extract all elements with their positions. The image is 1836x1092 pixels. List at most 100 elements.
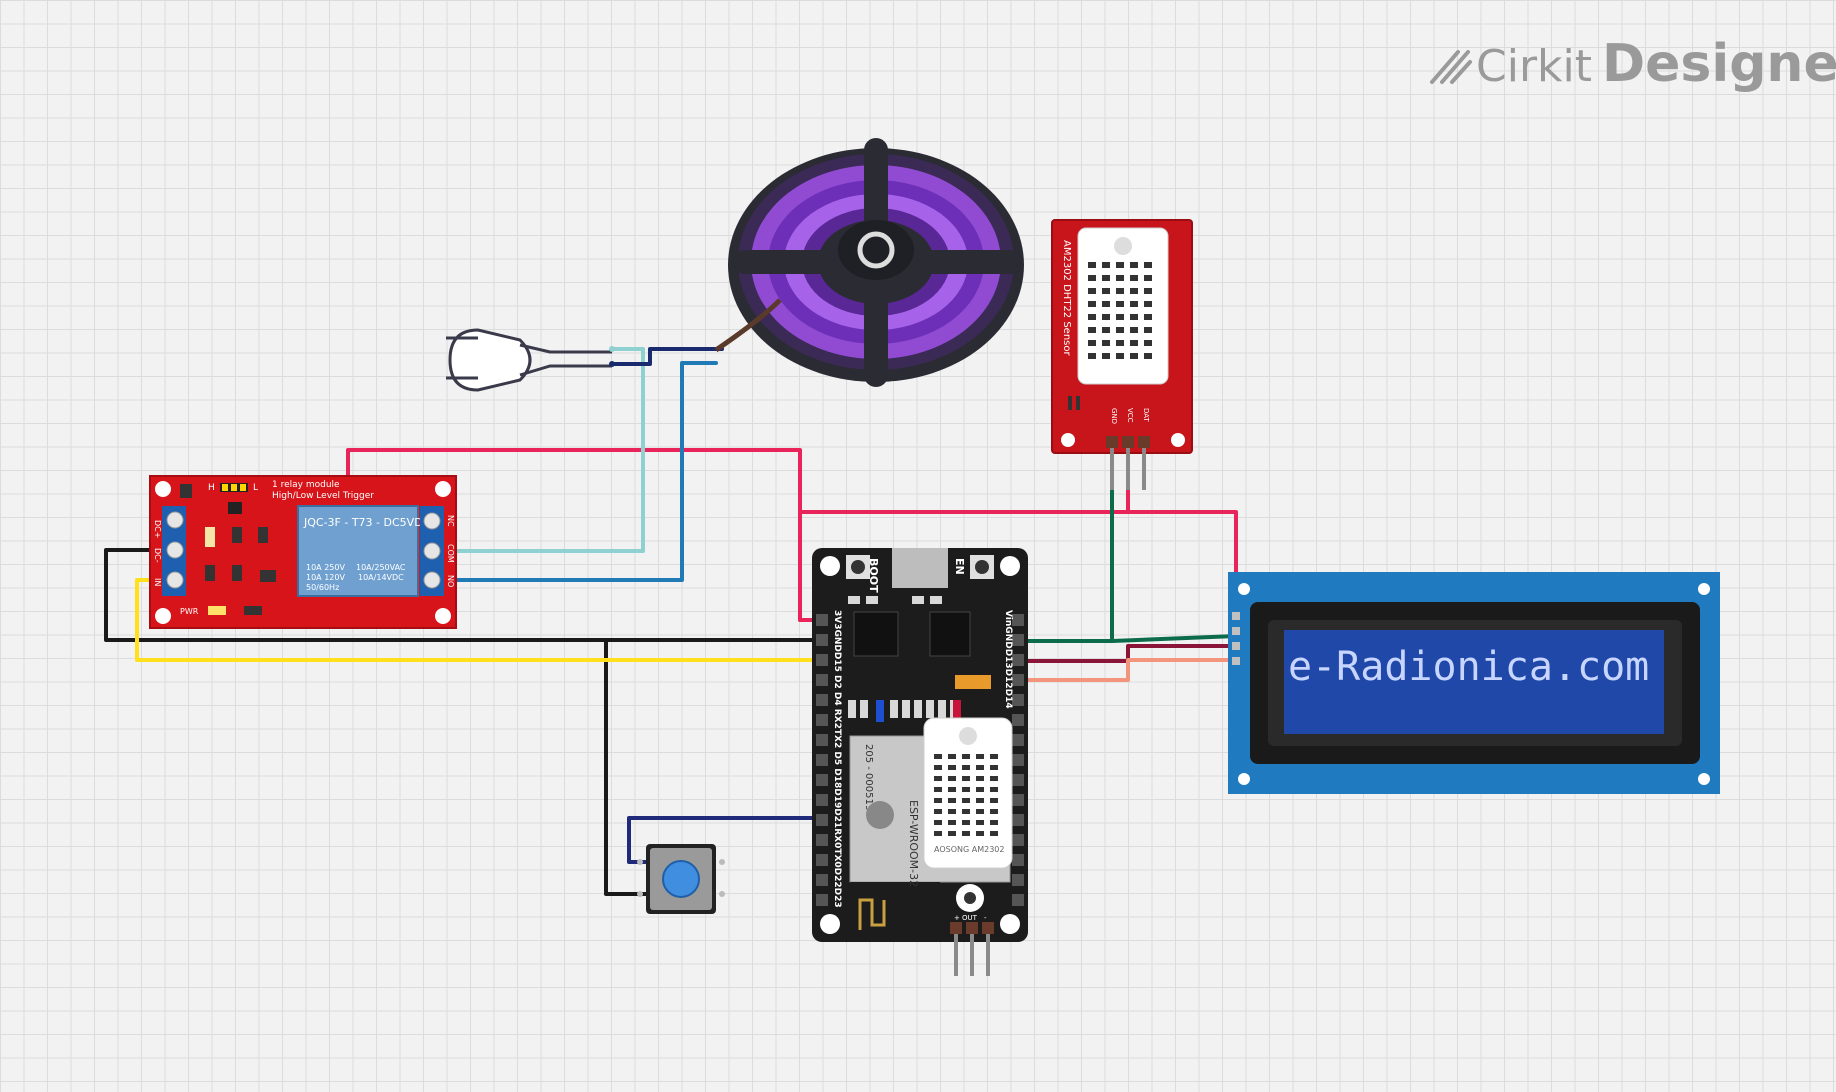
grille-slot — [1102, 288, 1110, 294]
grille-slot — [948, 831, 956, 836]
relay-title-line-1: 1 relay module — [272, 480, 340, 490]
grille-slot — [1116, 314, 1124, 320]
am2302-grille — [934, 754, 998, 836]
relay-rating-left-1: 10A 250V — [306, 563, 345, 572]
dht22-pin-vcc: VCC — [1126, 408, 1134, 423]
grille-slot — [1144, 288, 1152, 294]
grille-slot — [948, 809, 956, 814]
grille-slot — [1130, 340, 1138, 346]
grille-slot — [962, 765, 970, 770]
grille-slot — [1130, 301, 1138, 307]
dht22-pin-vcc-leg[interactable] — [1126, 448, 1130, 490]
grille-slot — [990, 765, 998, 770]
grille-slot — [1144, 340, 1152, 346]
grille-slot — [976, 820, 984, 825]
grille-slot — [990, 754, 998, 759]
grille-slot — [934, 820, 942, 825]
relay-pin-no: NO — [446, 575, 455, 587]
en-label: EN — [953, 558, 966, 575]
grille-slot — [976, 809, 984, 814]
lcd-pin — [1232, 612, 1240, 620]
dht22-pin-dat-leg[interactable] — [1142, 448, 1146, 490]
grille-slot — [1088, 262, 1096, 268]
grille-slot — [1088, 340, 1096, 346]
header-pin — [816, 654, 828, 666]
wire-lightblue-com[interactable] — [430, 347, 645, 553]
cirkit-designer-logo: Cirkit Designer — [1430, 34, 1836, 94]
usb-port — [892, 548, 948, 588]
grille-slot — [1130, 314, 1138, 320]
grille-slot — [1102, 340, 1110, 346]
header-pin — [816, 714, 828, 726]
grille-slot — [990, 776, 998, 781]
sensor-plus-label: + — [954, 914, 960, 922]
header-pin — [1012, 734, 1024, 746]
grille-slot — [948, 765, 956, 770]
header-pin — [816, 854, 828, 866]
relay-model-label: JQC-3F - T73 - DC5VDC — [303, 516, 431, 529]
header-pin — [1012, 654, 1024, 666]
lcd-pin — [1232, 642, 1240, 650]
wire-green-lcd[interactable] — [1110, 614, 1238, 643]
dht22-pin-gnd-leg[interactable] — [1110, 448, 1114, 490]
grille-slot — [934, 787, 942, 792]
lcd-16x2-display[interactable]: e-Radionica.com — [1228, 572, 1720, 794]
grille-slot — [1088, 327, 1096, 333]
grille-slot — [1144, 275, 1152, 281]
relay-pin-in: IN — [153, 578, 162, 586]
header-pin — [1012, 814, 1024, 826]
grille-slot — [1144, 314, 1152, 320]
grille-slot — [1088, 353, 1096, 359]
relay-module[interactable]: H L 1 relay module High/Low Level Trigge… — [149, 475, 457, 629]
grille-slot — [1102, 275, 1110, 281]
header-pin — [816, 734, 828, 746]
header-pin — [1012, 694, 1024, 706]
esp32-left-header — [816, 614, 828, 906]
wire-black-relay-gnd[interactable] — [104, 548, 824, 642]
logo-word-designer: Designer — [1602, 34, 1836, 94]
wire-navy-plug-strip[interactable] — [610, 347, 724, 366]
grille-slot — [1116, 327, 1124, 333]
dht22-sensor-module[interactable]: AM2302 DHT22 Sensor GND VCC DAT — [1051, 219, 1193, 490]
esp-wroom-label: ESP-WROOM-32 — [907, 800, 920, 887]
wire-salmon-lcd[interactable] — [1018, 658, 1240, 682]
dht22-title: AM2302 DHT22 Sensor — [1061, 240, 1072, 356]
grille-slot — [1102, 327, 1110, 333]
relay-cube — [297, 505, 419, 597]
grille-slot — [948, 798, 956, 803]
grille-slot — [1088, 288, 1096, 294]
led-strip-reel[interactable] — [714, 138, 1024, 387]
sensor-minus-label: - — [984, 914, 987, 922]
header-pin — [1012, 774, 1024, 786]
grille-slot — [962, 787, 970, 792]
grille-slot — [1102, 314, 1110, 320]
push-button[interactable] — [637, 844, 725, 914]
relay-rating-left-3: 50/60Hz — [306, 583, 339, 592]
header-pin — [816, 774, 828, 786]
power-plug[interactable] — [446, 328, 615, 392]
esp32-devkit-board[interactable]: BOOT EN 205 - 000519 ESP-WROOM-32 3V3GND… — [812, 548, 1028, 976]
grille-slot — [1088, 314, 1096, 320]
grille-slot — [990, 798, 998, 803]
grille-slot — [990, 831, 998, 836]
header-pin — [1012, 854, 1024, 866]
wire-maroon-lcd[interactable] — [1018, 644, 1240, 663]
header-pin — [816, 834, 828, 846]
dht22-pin-gnd: GND — [1110, 408, 1118, 424]
wire-blue-no[interactable] — [430, 361, 718, 582]
grille-slot — [948, 787, 956, 792]
header-pin — [816, 874, 828, 886]
grille-slot — [1130, 275, 1138, 281]
header-pin — [816, 634, 828, 646]
relay-rating-right-2: 10A/14VDC — [358, 573, 404, 582]
header-pin — [1012, 674, 1024, 686]
usb-uart-chip — [853, 611, 899, 657]
wire-black-button[interactable] — [604, 640, 650, 896]
relay-rating-right-1: 10A/250VAC — [356, 563, 406, 572]
grille-slot — [1144, 262, 1152, 268]
grille-slot — [976, 754, 984, 759]
grille-slot — [948, 776, 956, 781]
grille-slot — [934, 754, 942, 759]
grille-slot — [1130, 327, 1138, 333]
